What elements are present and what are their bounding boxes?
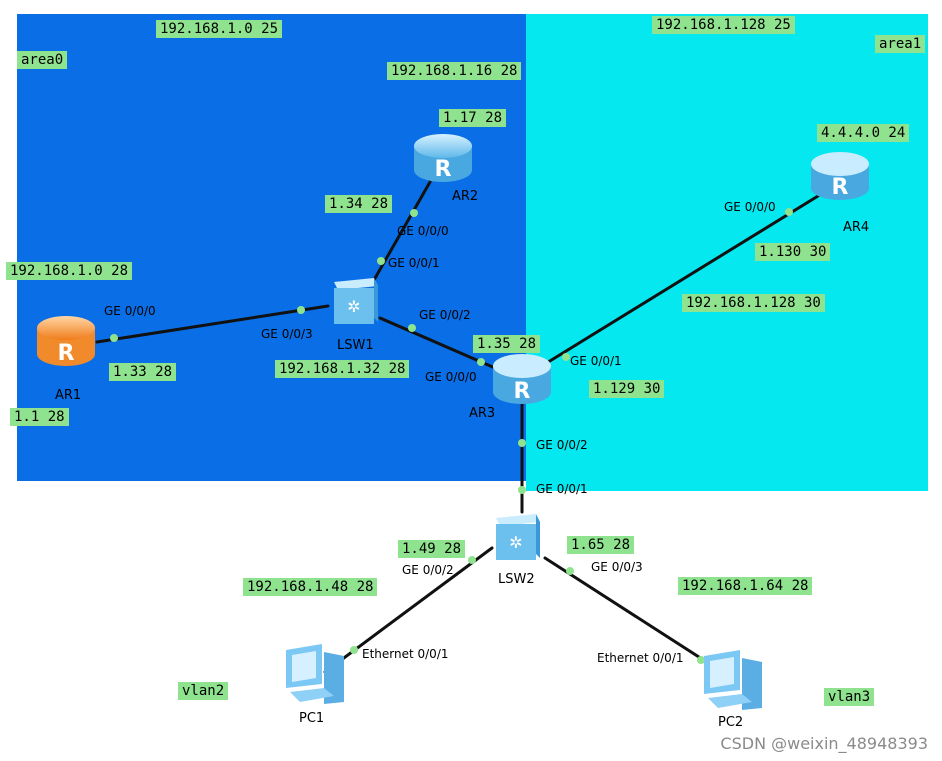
watermark: CSDN @weixin_48948393	[720, 734, 928, 753]
ip-label: 1.130 30	[755, 243, 831, 261]
network-label: 192.168.1.0 25	[156, 20, 283, 38]
network-label: 192.168.1.48 28	[243, 578, 378, 596]
port-label: GE 0/0/2	[419, 308, 471, 322]
router-icon[interactable]: R	[412, 132, 474, 184]
device-name-lsw1: LSW1	[337, 338, 374, 353]
port-label: GE 0/0/3	[591, 560, 643, 574]
vlan-label: vlan3	[824, 688, 875, 706]
link-lsw1-ar3	[378, 316, 497, 370]
network-label: 192.168.1.16 28	[387, 62, 522, 80]
device-name-ar1: AR1	[55, 388, 82, 403]
ip-label: 1.1 28	[10, 408, 69, 426]
port-dot	[377, 257, 385, 265]
link-ar1-lsw1	[95, 304, 330, 344]
svg-text:R: R	[435, 157, 452, 182]
device-name-pc2: PC2	[718, 715, 744, 730]
port-dot	[566, 567, 574, 575]
port-label: GE 0/0/2	[536, 438, 588, 452]
ip-label: 1.49 28	[398, 540, 466, 558]
port-dot	[110, 334, 118, 342]
ip-label: 1.129 30	[589, 380, 665, 398]
port-dot	[408, 324, 416, 332]
router-icon[interactable]: R	[35, 314, 97, 368]
device-name-ar4: AR4	[843, 220, 870, 235]
area0-region	[17, 14, 528, 481]
svg-text:R: R	[514, 379, 531, 404]
svg-text:R: R	[58, 341, 75, 366]
port-dot	[350, 646, 358, 654]
pc-icon[interactable]	[282, 642, 348, 708]
switch-icon[interactable]: ✲	[490, 510, 542, 564]
area-label: area1	[875, 35, 926, 53]
device-name-ar3: AR3	[469, 406, 496, 421]
port-label: GE 0/0/0	[425, 370, 477, 384]
svg-text:R: R	[832, 175, 849, 200]
device-name-lsw2: LSW2	[498, 572, 535, 587]
port-dot	[562, 353, 570, 361]
area-label: area0	[17, 51, 68, 69]
vlan-label: vlan2	[178, 682, 229, 700]
link-ar3-ar4	[543, 194, 820, 366]
network-label: 192.168.1.64 28	[678, 577, 813, 595]
port-dot	[518, 486, 526, 494]
network-label: 192.168.1.128 30	[682, 294, 825, 312]
port-dot	[518, 439, 526, 447]
port-dot	[468, 556, 476, 564]
link-lsw2-pc2	[543, 556, 718, 670]
port-label: GE 0/0/3	[261, 327, 313, 341]
port-dot	[297, 306, 305, 314]
port-dot	[785, 208, 793, 216]
router-icon[interactable]: R	[809, 150, 871, 202]
port-label: Ethernet 0/0/1	[597, 651, 684, 665]
port-label: GE 0/0/1	[570, 354, 622, 368]
network-label: 192.168.1.128 25	[652, 16, 795, 34]
ip-label: 1.65 28	[567, 536, 635, 554]
port-label: GE 0/0/1	[388, 256, 440, 270]
port-label: GE 0/0/0	[724, 200, 776, 214]
port-label: GE 0/0/1	[536, 482, 588, 496]
network-label: 4.4.4.0 24	[817, 124, 910, 142]
network-label: 192.168.1.0 28	[6, 262, 133, 280]
port-dot	[410, 209, 418, 217]
port-dot	[697, 656, 705, 664]
ip-label: 1.35 28	[473, 335, 541, 353]
svg-text:✲: ✲	[347, 297, 360, 316]
port-label: GE 0/0/0	[397, 224, 449, 238]
port-label: GE 0/0/0	[104, 304, 156, 318]
port-label: GE 0/0/2	[402, 563, 454, 577]
device-name-pc1: PC1	[299, 711, 325, 726]
pc-icon[interactable]	[700, 648, 766, 714]
ip-label: 1.34 28	[325, 195, 393, 213]
network-label: 192.168.1.32 28	[275, 360, 410, 378]
router-icon[interactable]: R	[491, 352, 553, 406]
svg-text:✲: ✲	[509, 533, 522, 552]
ip-label: 1.17 28	[439, 109, 507, 127]
port-dot	[477, 358, 485, 366]
device-name-ar2: AR2	[452, 189, 479, 204]
port-label: Ethernet 0/0/1	[362, 647, 449, 661]
switch-icon[interactable]: ✲	[328, 274, 380, 328]
ip-label: 1.33 28	[109, 363, 177, 381]
